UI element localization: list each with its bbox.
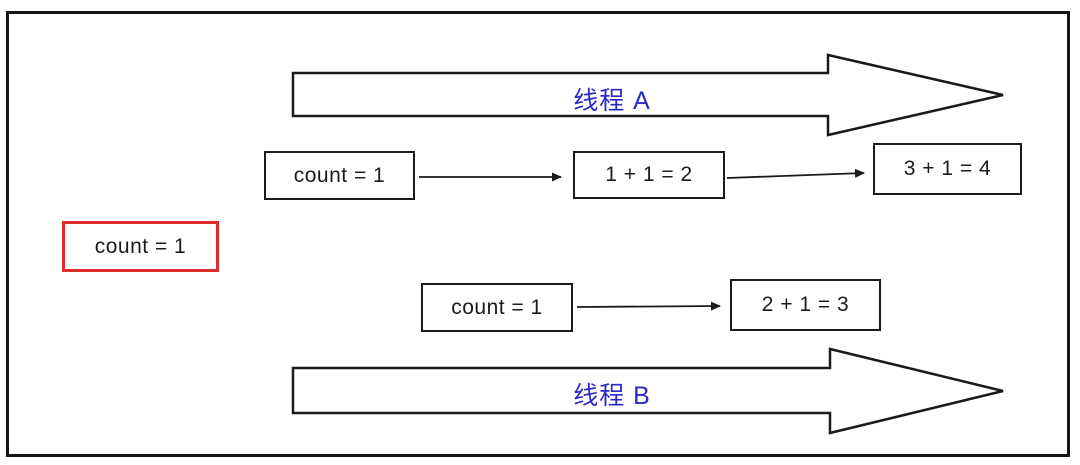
thread-b-label: 线程 B xyxy=(573,382,651,410)
connector-b1-b2 xyxy=(576,301,721,311)
thread-a-label: 线程 A xyxy=(573,87,651,115)
thread-a-box-step2: 3 + 1 = 4 xyxy=(873,143,1022,195)
thread-b-box-count: count = 1 xyxy=(421,283,573,332)
thread-a-block-arrow xyxy=(291,53,1004,137)
thread-b-box-step1-text: 2 + 1 = 3 xyxy=(761,293,850,316)
thread-a-box-step1: 1 + 1 = 2 xyxy=(573,151,725,199)
thread-a-box-count: count = 1 xyxy=(264,151,415,200)
thread-a-box-step2-text: 3 + 1 = 4 xyxy=(903,157,992,180)
thread-b-box-step1: 2 + 1 = 3 xyxy=(730,279,881,331)
thread-a-box-step1-text: 1 + 1 = 2 xyxy=(605,163,693,186)
shared-count-box-text: count = 1 xyxy=(94,234,187,258)
thread-b-block-arrow xyxy=(291,347,1004,435)
thread-a-box-count-text: count = 1 xyxy=(293,163,386,187)
shared-count-box: count = 1 xyxy=(62,221,219,272)
connector-a2-a3 xyxy=(726,168,865,179)
thread-b-box-count-text: count = 1 xyxy=(451,295,543,319)
